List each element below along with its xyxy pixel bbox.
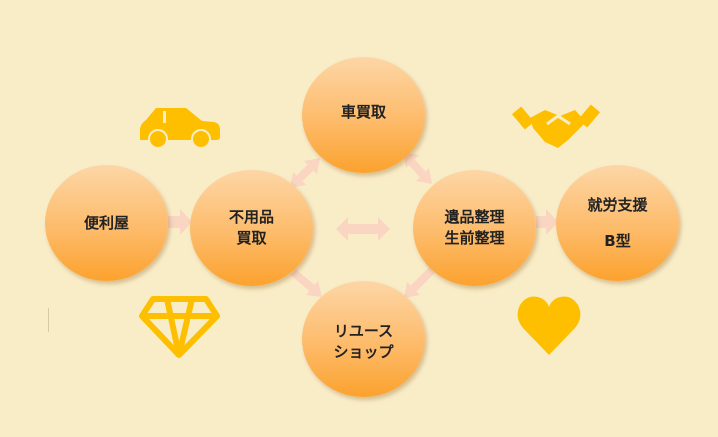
node-ihin-seiri: 遺品整理 生前整理 xyxy=(413,170,536,286)
node-shurou-shien: 就労支援 B型 xyxy=(556,165,679,281)
node-label: 車買取 xyxy=(340,103,386,121)
node-label-line1: 就労支援 xyxy=(587,196,648,214)
node-label-line2: 買取 xyxy=(236,229,267,247)
node-kuruma-kaitori: 車買取 xyxy=(302,57,425,173)
node-label-line1: 遺品整理 xyxy=(444,208,505,226)
arrow-ihin-to-reuse xyxy=(410,267,435,292)
node-label-line1: 不用品 xyxy=(228,208,274,226)
arrow-benriya-to-fuyouhin xyxy=(168,209,192,235)
node-benriya: 便利屋 xyxy=(45,165,168,281)
node-reuse-shop: リユース ショップ xyxy=(302,281,425,397)
arrow-fuyouhin-to-reuse xyxy=(290,268,315,292)
node-label-line1: リユース xyxy=(333,322,394,340)
arrow-fuyouhin-kuruma xyxy=(295,163,315,183)
diamond-icon xyxy=(139,296,220,358)
handshake-icon xyxy=(511,104,601,148)
heart-icon xyxy=(517,296,581,355)
node-label: 便利屋 xyxy=(83,213,129,232)
arrow-ihin-to-shurou xyxy=(536,209,558,235)
node-fuyouhin-kaitori: 不用品 買取 xyxy=(190,170,313,286)
node-label-line2: B型 xyxy=(604,232,631,250)
arrow-kuruma-ihin xyxy=(406,157,428,179)
node-label-line2: 生前整理 xyxy=(444,229,505,247)
arrow-fuyouhin-ihin xyxy=(336,217,390,241)
divider-line xyxy=(48,308,49,332)
car-icon xyxy=(140,108,220,149)
node-label-line2: ショップ xyxy=(333,343,394,361)
